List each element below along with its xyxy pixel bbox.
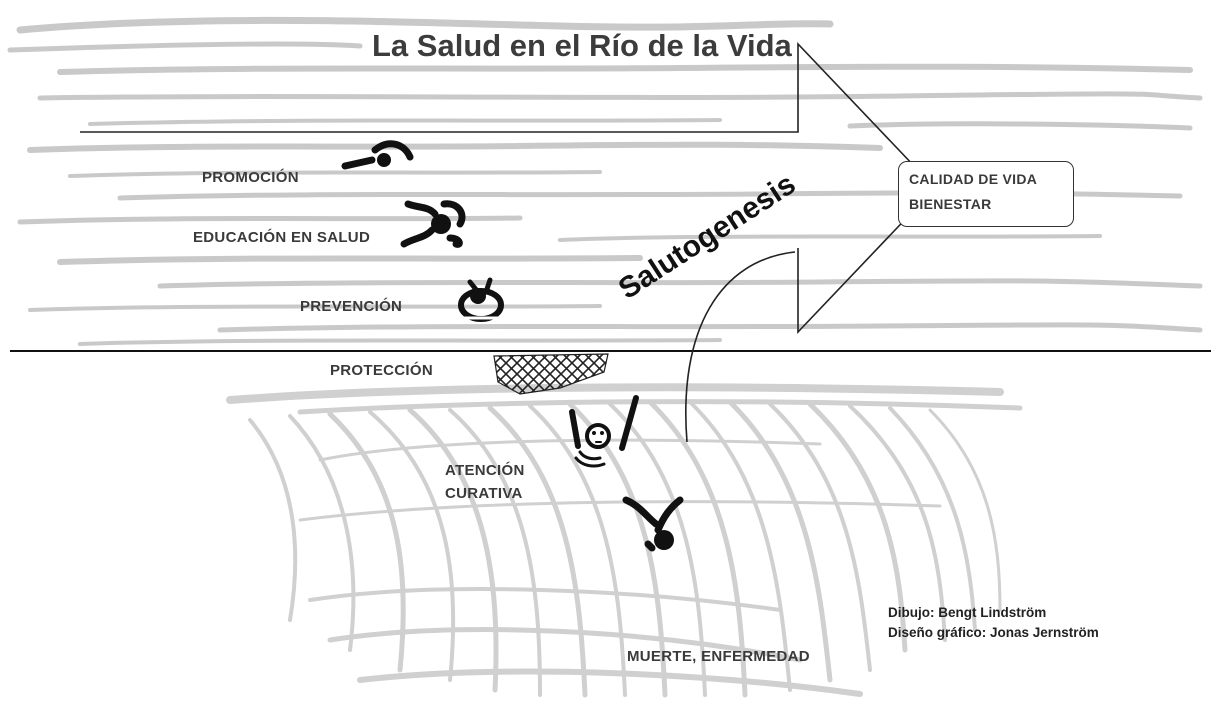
river-streaks	[7, 16, 1203, 346]
label-proteccion: PROTECCIÓN	[330, 362, 434, 379]
swimmer-icon	[400, 200, 466, 248]
net-icon	[493, 353, 609, 395]
label-muerte: MUERTE, ENFERMEDAD	[627, 648, 810, 665]
drowning-person-icon	[569, 395, 639, 468]
label-atencion-2: CURATIVA	[445, 485, 523, 502]
credit-drawing: Dibujo: Bengt Lindström	[888, 605, 1047, 620]
credit-design: Diseño gráfico: Jonas Jernström	[888, 625, 1099, 640]
goal-box: CALIDAD DE VIDA BIENESTAR	[898, 161, 1074, 227]
label-atencion-1: ATENCIÓN	[445, 462, 525, 479]
swimmer-icon	[341, 140, 414, 170]
credits: Dibujo: Bengt Lindström Diseño gráfico: …	[888, 603, 1099, 643]
label-educacion: EDUCACIÓN EN SALUD	[193, 229, 371, 246]
goal-line-1: CALIDAD DE VIDA	[909, 171, 1038, 187]
salutogenesis-curve	[685, 251, 796, 443]
goal-line-2: BIENESTAR	[909, 196, 992, 212]
swimmer-icon	[458, 277, 504, 322]
page-title: La Salud en el Río de la Vida	[372, 28, 792, 63]
label-prevencion: PREVENCIÓN	[300, 298, 403, 315]
falling-person-icon	[622, 496, 684, 552]
life-river-arrow	[80, 41, 937, 335]
label-promocion: PROMOCIÓN	[202, 169, 299, 186]
